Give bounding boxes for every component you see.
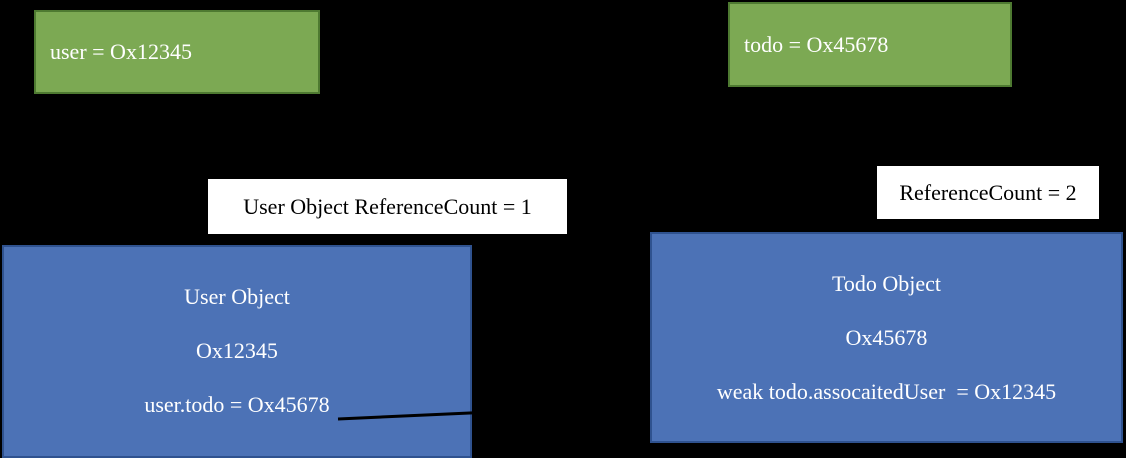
user-object-box: User Object Ox12345 user.todo = Ox45678 — [2, 245, 472, 458]
todo-reference-count-text: ReferenceCount = 2 — [899, 179, 1077, 205]
user-object-address: Ox12345 — [196, 338, 278, 363]
todo-object-box: Todo Object Ox45678 weak todo.assocaited… — [650, 232, 1123, 443]
todo-object-title: Todo Object — [831, 271, 942, 296]
todo-reference-count-label: ReferenceCount = 2 — [877, 166, 1099, 219]
user-reference-count-text: User Object ReferenceCount = 1 — [243, 193, 532, 219]
user-variable-box: user = Ox12345 — [34, 10, 320, 94]
todo-object-property: weak todo.assocaitedUser = Ox12345 — [716, 379, 1057, 404]
user-reference-count-label: User Object ReferenceCount = 1 — [208, 179, 567, 234]
user-object-title: User Object — [184, 284, 290, 309]
todo-variable-label: todo = Ox45678 — [744, 31, 889, 57]
user-variable-label: user = Ox12345 — [50, 39, 192, 64]
user-object-property: user.todo = Ox45678 — [144, 392, 330, 417]
todo-variable-box: todo = Ox45678 — [728, 2, 1012, 87]
todo-object-address: Ox45678 — [845, 325, 928, 350]
